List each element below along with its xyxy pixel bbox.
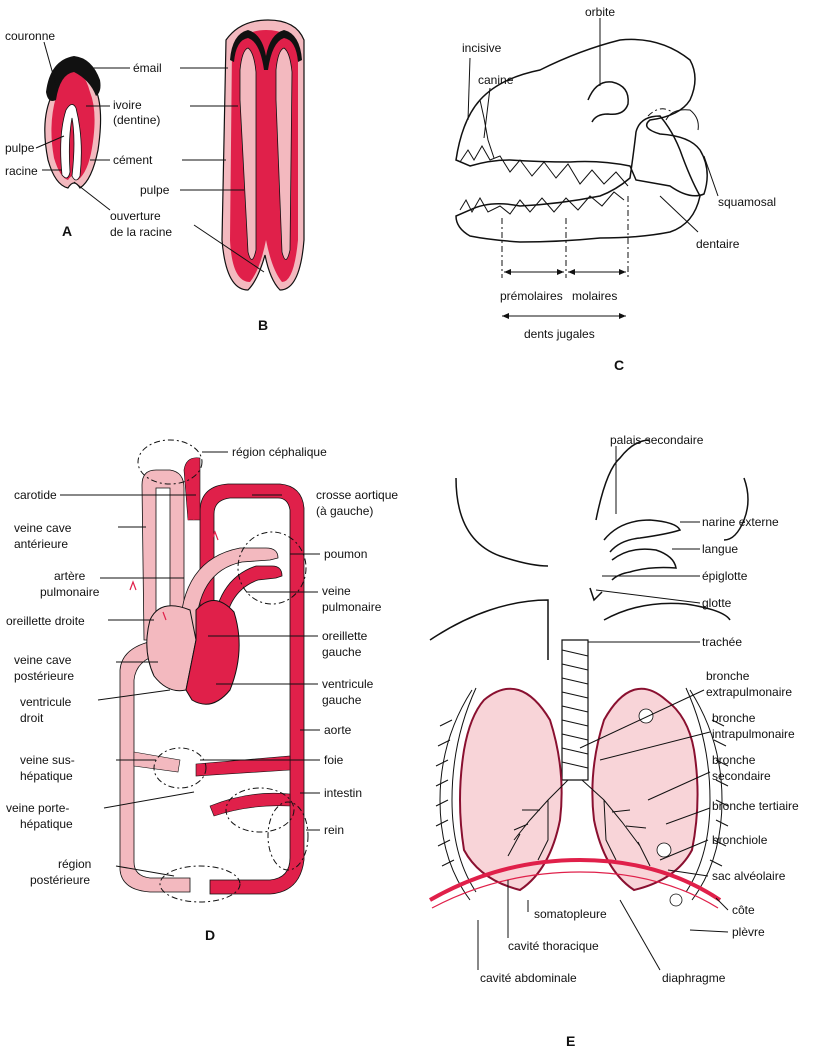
label-dentaire: dentaire bbox=[696, 237, 740, 251]
label-cement: cément bbox=[113, 153, 153, 167]
label-or-gauche-1: oreillette bbox=[322, 629, 368, 643]
label-ivoire: ivoire bbox=[113, 98, 142, 112]
label-somatopleure: somatopleure bbox=[534, 907, 607, 921]
label-porte-2: hépatique bbox=[20, 817, 73, 831]
label-v-pulm-1: veine bbox=[322, 584, 351, 598]
label-vc-ant-1: veine cave bbox=[14, 521, 72, 535]
label-couronne: couronne bbox=[5, 29, 55, 43]
label-narine: narine externe bbox=[702, 515, 779, 529]
label-molaires: molaires bbox=[572, 289, 617, 303]
panel-label-a: A bbox=[62, 223, 72, 239]
label-glotte: glotte bbox=[702, 596, 732, 610]
label-foie: foie bbox=[324, 753, 344, 767]
label-pulpe-b: pulpe bbox=[140, 183, 170, 197]
label-art-pulm-2: pulmonaire bbox=[40, 585, 100, 599]
label-or-gauche-2: gauche bbox=[322, 645, 362, 659]
label-porte-1: veine porte- bbox=[6, 801, 69, 815]
label-cote: côte bbox=[732, 903, 755, 917]
label-squamosal: squamosal bbox=[718, 195, 776, 209]
panel-label-b: B bbox=[258, 317, 268, 333]
label-thoracique: cavité thoracique bbox=[508, 939, 599, 953]
label-diaphragme: diaphragme bbox=[662, 971, 726, 985]
label-bronchiole: bronchiole bbox=[712, 833, 768, 847]
label-vg-2: gauche bbox=[322, 693, 362, 707]
label-b-tert: bronche tertiaire bbox=[712, 799, 799, 813]
label-b-intra-2: intrapulmonaire bbox=[712, 727, 795, 741]
panel-label-c: C bbox=[614, 357, 624, 373]
label-langue: langue bbox=[702, 542, 738, 556]
respiration-drawing bbox=[430, 440, 748, 908]
label-dents-jugales: dents jugales bbox=[524, 327, 595, 341]
label-b-sec-2: secondaire bbox=[712, 769, 771, 783]
label-canine: canine bbox=[478, 73, 514, 87]
label-intestin: intestin bbox=[324, 786, 362, 800]
label-b-intra-1: bronche bbox=[712, 711, 756, 725]
panel-label-d: D bbox=[205, 927, 215, 943]
label-carotide: carotide bbox=[14, 488, 57, 502]
label-vd-2: droit bbox=[20, 711, 44, 725]
label-region-cephalique: région céphalique bbox=[232, 445, 327, 459]
label-poumon: poumon bbox=[324, 547, 367, 561]
label-aorte: aorte bbox=[324, 723, 352, 737]
label-vc-ant-2: antérieure bbox=[14, 537, 68, 551]
label-email: émail bbox=[133, 61, 162, 75]
label-vc-post-2: postérieure bbox=[14, 669, 74, 683]
label-v-pulm-2: pulmonaire bbox=[322, 600, 382, 614]
label-palais: palais secondaire bbox=[610, 433, 704, 447]
label-b-extra-2: extrapulmonaire bbox=[706, 685, 792, 699]
panel-label-e: E bbox=[566, 1033, 575, 1049]
label-incisive: incisive bbox=[462, 41, 502, 55]
label-vg-1: ventricule bbox=[322, 677, 374, 691]
label-ouverture-1: ouverture bbox=[110, 209, 161, 223]
label-art-pulm-1: artère bbox=[54, 569, 86, 583]
label-abdominale: cavité abdominale bbox=[480, 971, 577, 985]
circulation-drawing bbox=[120, 440, 308, 902]
label-dentine: (dentine) bbox=[113, 113, 160, 127]
label-sac: sac alvéolaire bbox=[712, 869, 786, 883]
label-pulpe-a: pulpe bbox=[5, 141, 35, 155]
label-ouverture-2: de la racine bbox=[110, 225, 172, 239]
label-orbite: orbite bbox=[585, 5, 615, 19]
label-posterieure-2: postérieure bbox=[30, 873, 90, 887]
label-b-extra-1: bronche bbox=[706, 669, 750, 683]
label-b-sec-1: bronche bbox=[712, 753, 756, 767]
label-sus-hep-2: hépatique bbox=[20, 769, 73, 783]
label-epiglotte: épiglotte bbox=[702, 569, 748, 583]
label-trachee: trachée bbox=[702, 635, 742, 649]
label-vc-post-1: veine cave bbox=[14, 653, 72, 667]
label-or-droite: oreillette droite bbox=[6, 614, 85, 628]
label-crosse-1: crosse aortique bbox=[316, 488, 398, 502]
label-vd-1: ventricule bbox=[20, 695, 72, 709]
label-plevre: plèvre bbox=[732, 925, 765, 939]
label-premolaires: prémolaires bbox=[500, 289, 563, 303]
label-sus-hep-1: veine sus- bbox=[20, 753, 75, 767]
tooth-b-drawing bbox=[222, 20, 304, 290]
label-racine: racine bbox=[5, 164, 38, 178]
label-crosse-2: (à gauche) bbox=[316, 504, 373, 518]
label-rein: rein bbox=[324, 823, 344, 837]
label-posterieure-1: région bbox=[58, 857, 91, 871]
